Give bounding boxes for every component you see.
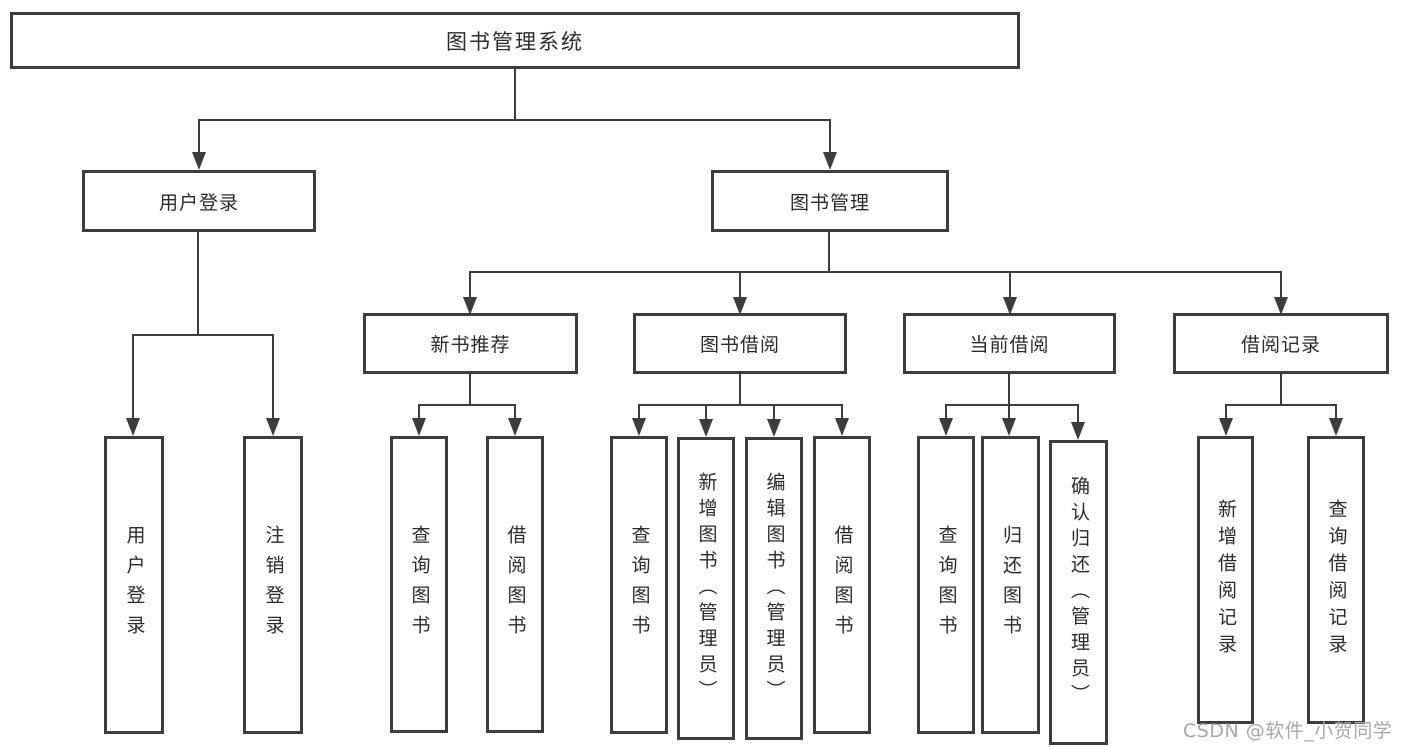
- arrow-down-icon: [767, 419, 781, 437]
- connector-line: [739, 271, 741, 299]
- arrow-down-icon: [266, 418, 280, 436]
- node-book-management: 图书管理: [711, 170, 949, 232]
- arrow-down-icon: [1003, 297, 1017, 315]
- connector-line: [132, 334, 274, 336]
- arrow-down-icon: [939, 418, 953, 436]
- leaf-borrow-books-2: 借阅图书: [813, 436, 871, 734]
- leaf-query-borrow-record: 查询借阅记录: [1307, 436, 1365, 724]
- connector-line: [1077, 404, 1079, 424]
- leaf-edit-book-admin-label: 编辑图书（管理员）: [763, 471, 786, 706]
- arrow-down-icon: [1274, 297, 1288, 315]
- connector-line: [1225, 404, 1337, 406]
- leaf-query-books-1-label: 查询图书: [408, 524, 431, 645]
- arrow-down-icon: [508, 418, 522, 436]
- connector-line: [197, 232, 199, 336]
- node-borrowing-records-label: 借阅记录: [1240, 334, 1321, 356]
- leaf-add-book-admin: 新增图书（管理员）: [677, 437, 735, 740]
- leaf-return-book-label: 归还图书: [1000, 525, 1022, 645]
- connector-line: [1008, 374, 1010, 406]
- connector-line: [514, 404, 516, 420]
- connector-line: [418, 404, 516, 406]
- connector-line: [1225, 404, 1227, 420]
- arrow-down-icon: [699, 419, 713, 437]
- csdn-watermark: CSDN @软件_小贺同学: [1183, 720, 1393, 742]
- leaf-add-book-admin-label: 新增图书（管理员）: [695, 471, 718, 706]
- connector-line: [773, 404, 775, 420]
- connector-line: [1008, 404, 1010, 420]
- arrow-down-icon: [412, 418, 426, 436]
- leaf-confirm-return-admin: 确认归还（管理员）: [1049, 440, 1108, 745]
- leaf-return-book: 归还图书: [981, 436, 1040, 734]
- arrow-down-icon: [1071, 422, 1085, 440]
- connector-line: [272, 334, 274, 420]
- node-book-borrowing-label: 图书借阅: [699, 334, 780, 356]
- connector-line: [828, 232, 830, 273]
- arrow-down-icon: [126, 418, 140, 436]
- node-new-book-recommend-label: 新书推荐: [430, 334, 511, 356]
- connector-line: [514, 69, 516, 121]
- connector-line: [1280, 271, 1282, 299]
- arrow-down-icon: [463, 297, 477, 315]
- connector-line: [469, 374, 471, 406]
- node-user-login-label: 用户登录: [158, 191, 239, 214]
- connector-line: [1280, 374, 1282, 406]
- leaf-user-login: 用户登录: [104, 436, 164, 734]
- leaf-borrow-books-2-label: 借阅图书: [831, 525, 854, 645]
- arrow-down-icon: [1329, 418, 1343, 436]
- node-root-label: 图书管理系统: [446, 29, 584, 54]
- leaf-query-books-2-label: 查询图书: [628, 525, 651, 645]
- node-current-borrowing: 当前借阅: [903, 313, 1116, 374]
- node-borrowing-records: 借阅记录: [1173, 313, 1389, 374]
- leaf-user-login-label: 用户登录: [123, 525, 146, 645]
- leaf-borrow-books-1-label: 借阅图书: [504, 524, 527, 645]
- connector-line: [1009, 271, 1011, 299]
- node-book-management-label: 图书管理: [789, 191, 870, 214]
- node-current-borrowing-label: 当前借阅: [969, 334, 1050, 356]
- connector-line: [132, 334, 134, 420]
- node-book-borrowing: 图书借阅: [633, 313, 847, 374]
- leaf-query-borrow-record-label: 查询借阅记录: [1325, 499, 1348, 661]
- leaf-query-books-3-label: 查询图书: [935, 525, 958, 645]
- connector-line: [198, 119, 831, 121]
- arrow-down-icon: [192, 152, 206, 170]
- leaf-logout-label: 注销登录: [262, 525, 285, 645]
- connector-line: [705, 404, 707, 420]
- leaf-add-borrow-record-label: 新增借阅记录: [1215, 499, 1237, 661]
- connector-line: [829, 119, 831, 154]
- connector-line: [418, 404, 420, 420]
- connector-line: [739, 374, 741, 406]
- node-new-book-recommend: 新书推荐: [363, 313, 578, 374]
- connector-line: [841, 404, 843, 420]
- node-user-login: 用户登录: [82, 170, 316, 232]
- connector-line: [638, 404, 640, 420]
- connector-line: [469, 271, 1282, 273]
- connector-line: [945, 404, 1079, 406]
- leaf-confirm-return-admin-label: 确认归还（管理员）: [1068, 475, 1090, 710]
- leaf-borrow-books-1: 借阅图书: [486, 436, 544, 733]
- leaf-query-books-1: 查询图书: [390, 436, 448, 733]
- leaf-query-books-2: 查询图书: [610, 436, 668, 734]
- connector-line: [1335, 404, 1337, 420]
- arrow-down-icon: [632, 418, 646, 436]
- node-root: 图书管理系统: [10, 12, 1020, 69]
- arrow-down-icon: [1219, 418, 1233, 436]
- arrow-down-icon: [823, 152, 837, 170]
- arrow-down-icon: [835, 418, 849, 436]
- leaf-query-books-3: 查询图书: [917, 436, 975, 734]
- leaf-logout: 注销登录: [243, 436, 303, 734]
- leaf-edit-book-admin: 编辑图书（管理员）: [745, 437, 803, 740]
- connector-line: [945, 404, 947, 420]
- connector-line: [198, 119, 200, 154]
- arrow-down-icon: [733, 297, 747, 315]
- connector-line: [469, 271, 471, 299]
- leaf-add-borrow-record: 新增借阅记录: [1197, 436, 1254, 724]
- connector-line: [638, 404, 843, 406]
- arrow-down-icon: [1002, 418, 1016, 436]
